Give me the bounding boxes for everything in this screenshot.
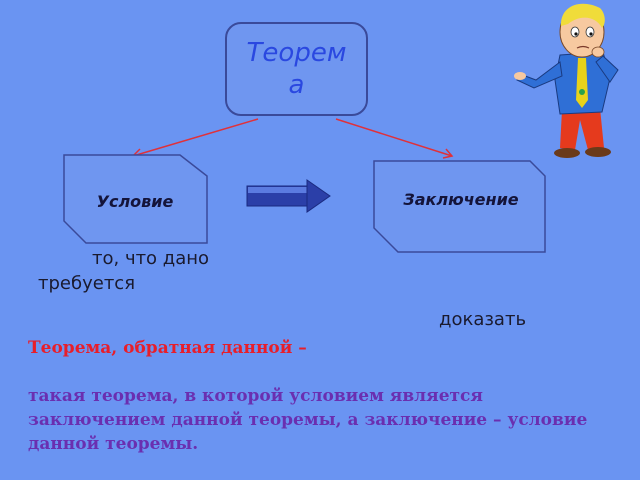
prove-caption: доказать [439,309,527,330]
connector-to-conclusion-arrowhead [442,148,454,159]
conclusion-label: Заключение [403,190,519,209]
condition-box [63,154,208,244]
converse-theorem-title: Теорема, обратная данной – [28,338,307,358]
required-caption: требуется [38,273,136,294]
connector-to-condition [132,118,259,157]
thinking-man-icon [514,3,619,158]
given-caption: то, что дано [92,248,210,269]
condition-label: Условие [96,192,174,211]
theorem-title: Теорема [246,38,347,100]
theorem-box: Теорема [225,22,368,116]
connector-to-conclusion [335,118,453,157]
converse-theorem-definition: такая теорема, в которой условием являет… [28,386,588,454]
conclusion-box [373,160,546,253]
right-arrow-icon [246,179,331,213]
